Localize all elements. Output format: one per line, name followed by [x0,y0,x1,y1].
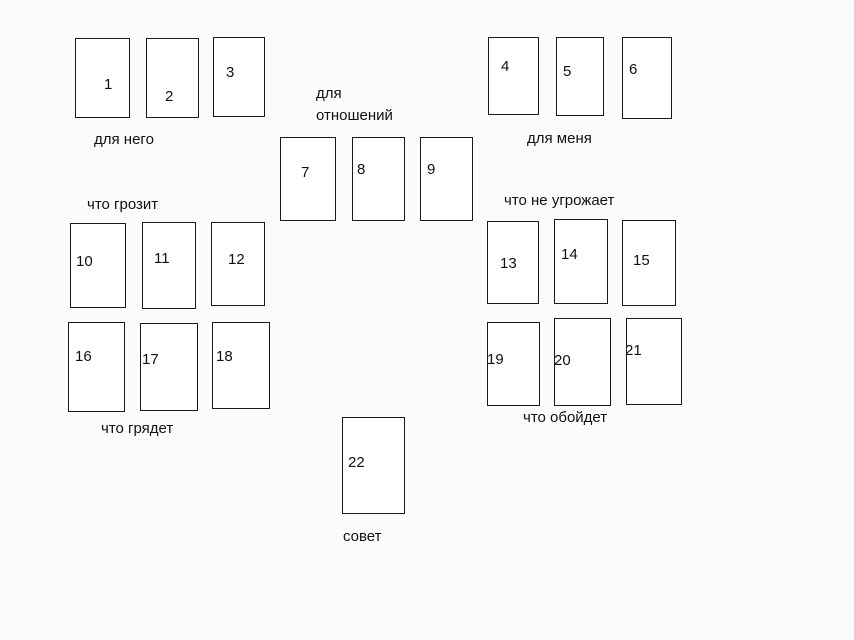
card-15: 15 [622,220,676,306]
card-number: 1 [104,76,113,93]
card-18: 18 [212,322,270,409]
card-number: 17 [142,351,159,368]
card-number: 18 [216,348,233,365]
card-1: 1 [75,38,130,118]
card-number: 4 [501,58,510,75]
card-11: 11 [142,222,196,309]
card-number: 11 [154,250,170,267]
group-label-advice: совет [343,528,382,545]
card-20: 20 [554,318,611,406]
card-number: 22 [348,454,365,471]
group-label-for-relationship-line2: отношений [316,107,393,124]
card-number: 9 [427,161,436,178]
card-number: 21 [625,342,642,359]
card-number: 8 [357,161,366,178]
card-2: 2 [146,38,199,118]
card-5: 5 [556,37,604,116]
card-number: 14 [561,246,578,263]
card-21: 21 [625,318,682,405]
card-13: 13 [487,221,539,304]
card-6: 6 [622,37,672,119]
card-number: 10 [76,253,93,270]
card-17: 17 [140,323,198,411]
card-14: 14 [554,219,608,304]
card-number: 3 [226,64,235,81]
card-number: 13 [500,255,517,272]
card-number: 19 [487,351,504,368]
group-label-not-threatens: что не угрожает [504,192,615,209]
card-10: 10 [70,223,126,308]
card-12: 12 [211,222,265,306]
card-number: 6 [629,61,638,78]
card-number: 2 [165,88,174,105]
card-number: 16 [75,348,92,365]
card-3: 3 [213,37,265,117]
card-number: 5 [563,63,572,80]
card-19: 19 [487,322,540,406]
card-number: 20 [554,352,571,369]
card-number: 15 [633,252,650,269]
group-label-coming: что грядет [101,420,174,437]
card-7: 7 [280,137,336,221]
card-number: 12 [228,251,245,268]
card-8: 8 [352,137,405,221]
group-label-threatens: что грозит [87,196,159,213]
card-number: 7 [301,164,310,181]
card-9: 9 [420,137,473,221]
card-16: 16 [68,322,125,412]
card-4: 4 [488,37,539,115]
group-label-for-me: для меня [527,130,592,147]
card-22: 22 [342,417,405,514]
group-label-for-relationship-line1: для [316,85,342,102]
group-label-for-him: для него [94,131,154,148]
group-label-passes-by: что обойдет [523,409,608,426]
